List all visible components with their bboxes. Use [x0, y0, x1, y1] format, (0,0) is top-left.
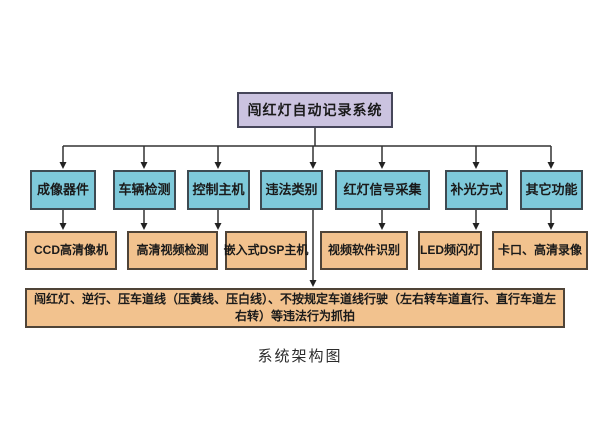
node-other-functions: 其它功能: [520, 170, 583, 210]
node-violation-capture-summary: 闯红灯、逆行、压车道线（压黄线、压白线）、不按规定车道线行驶（左右转车道直行、直…: [25, 288, 565, 328]
node-violation-type: 违法类别: [260, 170, 323, 210]
root-node-system-title: 闯红灯自动记录系统: [237, 92, 393, 128]
diagram-caption: 系统架构图: [257, 348, 343, 365]
node-led-strobe-light: LED频闪灯: [418, 231, 482, 270]
node-hd-video-detection: 高清视频检测: [127, 231, 218, 270]
node-fill-light-mode: 补光方式: [445, 170, 508, 210]
node-checkpoint-hd-recording: 卡口、高清录像: [492, 231, 588, 270]
node-embedded-dsp-host: 嵌入式DSP主机: [224, 231, 308, 270]
node-red-light-signal-collection: 红灯信号采集: [335, 170, 430, 210]
node-imaging-device: 成像器件: [30, 170, 96, 210]
node-vehicle-detection: 车辆检测: [113, 170, 176, 210]
node-video-software-recognition: 视频软件识别: [320, 231, 408, 270]
node-ccd-hd-camera: CCD高清像机: [25, 231, 117, 270]
node-control-host: 控制主机: [187, 170, 250, 210]
